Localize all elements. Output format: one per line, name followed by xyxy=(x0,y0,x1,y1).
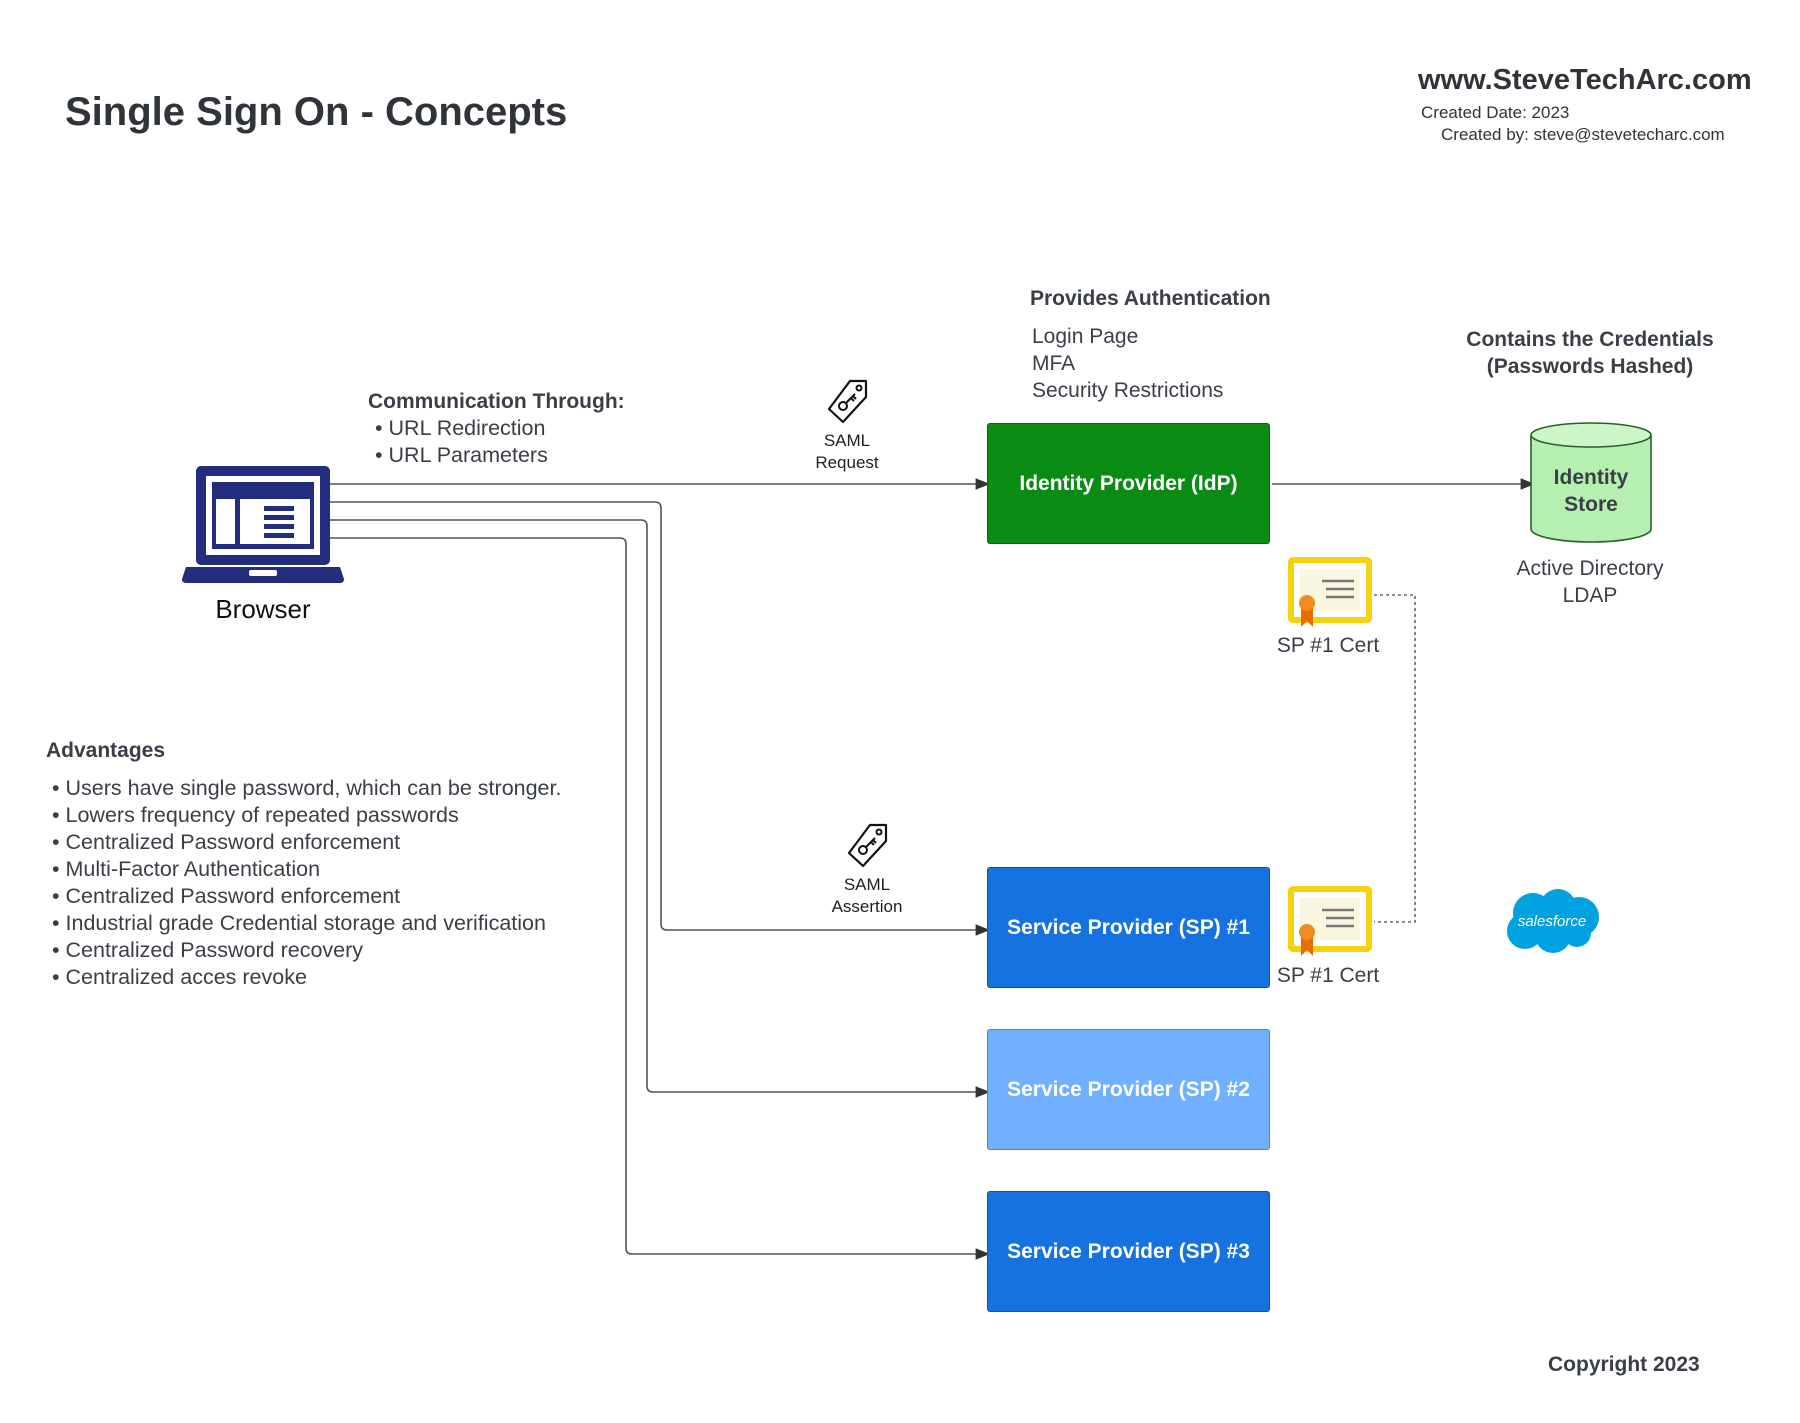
created-date: Created Date: 2023 xyxy=(1421,103,1570,122)
service-provider-3-box: Service Provider (SP) #3 xyxy=(987,1191,1270,1312)
idp-feature: Security Restrictions xyxy=(1032,379,1224,402)
advantage-item: Centralized acces revoke xyxy=(52,964,561,991)
browser-to-sp1-line xyxy=(330,501,990,936)
communication-list: URL Redirection URL Parameters xyxy=(375,415,548,469)
service-provider-label: Service Provider (SP) #3 xyxy=(1007,1239,1250,1263)
browser-to-sp3-line xyxy=(330,537,990,1260)
cert-top-label: SP #1 Cert xyxy=(1276,634,1380,657)
browser-laptop-icon xyxy=(180,463,346,588)
advantage-item: Centralized Password recovery xyxy=(52,937,561,964)
service-provider-label: Service Provider (SP) #2 xyxy=(1007,1077,1250,1101)
idp-feature: Login Page xyxy=(1032,325,1139,348)
saml-assertion-line2: Assertion xyxy=(831,897,903,916)
store-sub-line1: Active Directory xyxy=(1516,557,1664,580)
advantage-item: Lowers frequency of repeated passwords xyxy=(52,802,561,829)
advantage-item: Centralized Password enforcement xyxy=(52,883,561,910)
store-label-line1: Identity xyxy=(1553,466,1629,489)
tag-key-icon xyxy=(826,378,870,426)
advantages-heading: Advantages xyxy=(46,739,166,762)
service-provider-1-box: Service Provider (SP) #1 xyxy=(987,867,1270,988)
store-label-line2: Store xyxy=(1564,493,1618,516)
advantage-item: Multi-Factor Authentication xyxy=(52,856,561,883)
saml-request-line1: SAML xyxy=(823,431,871,450)
salesforce-logo: salesforce xyxy=(1503,887,1601,957)
advantage-item: Industrial grade Credential storage and … xyxy=(52,910,561,937)
advantage-item: Centralized Password enforcement xyxy=(52,829,561,856)
store-sub-line2: LDAP xyxy=(1562,584,1618,607)
store-heading-line1: Contains the Credentials xyxy=(1466,328,1714,351)
browser-label: Browser xyxy=(215,594,311,624)
copyright: Copyright 2023 xyxy=(1548,1353,1700,1376)
salesforce-logo-text: salesforce xyxy=(1517,913,1587,930)
idp-heading: Provides Authentication xyxy=(1030,287,1271,310)
browser-to-sp2-line xyxy=(330,519,990,1098)
database-cylinder-icon xyxy=(1529,422,1653,544)
saml-assertion-line1: SAML xyxy=(843,875,891,894)
service-provider-label: Service Provider (SP) #1 xyxy=(1007,915,1250,939)
advantages-list: Users have single password, which can be… xyxy=(52,775,562,991)
tag-key-icon xyxy=(846,822,890,870)
advantage-item: Users have single password, which can be… xyxy=(52,775,562,802)
idp-feature: MFA xyxy=(1032,352,1076,375)
page-title: Single Sign On - Concepts xyxy=(65,90,568,134)
identity-provider-label: Identity Provider (IdP) xyxy=(1019,471,1238,495)
certificate-icon xyxy=(1288,557,1372,631)
store-heading-line2: (Passwords Hashed) xyxy=(1486,355,1694,378)
created-by: Created by: steve@stevetecharc.com xyxy=(1441,125,1725,144)
cert-link-dotted-line xyxy=(1374,594,1416,923)
cert-bottom-label: SP #1 Cert xyxy=(1276,964,1380,987)
communication-item: URL Redirection xyxy=(375,415,548,442)
certificate-icon xyxy=(1288,886,1372,960)
communication-heading: Communication Through: xyxy=(368,390,625,413)
service-provider-2-box: Service Provider (SP) #2 xyxy=(987,1029,1270,1150)
communication-item: URL Parameters xyxy=(375,442,548,469)
site-url: www.SteveTechArc.com xyxy=(1418,64,1752,96)
saml-request-line2: Request xyxy=(815,453,879,472)
identity-provider-box: Identity Provider (IdP) xyxy=(987,423,1270,544)
